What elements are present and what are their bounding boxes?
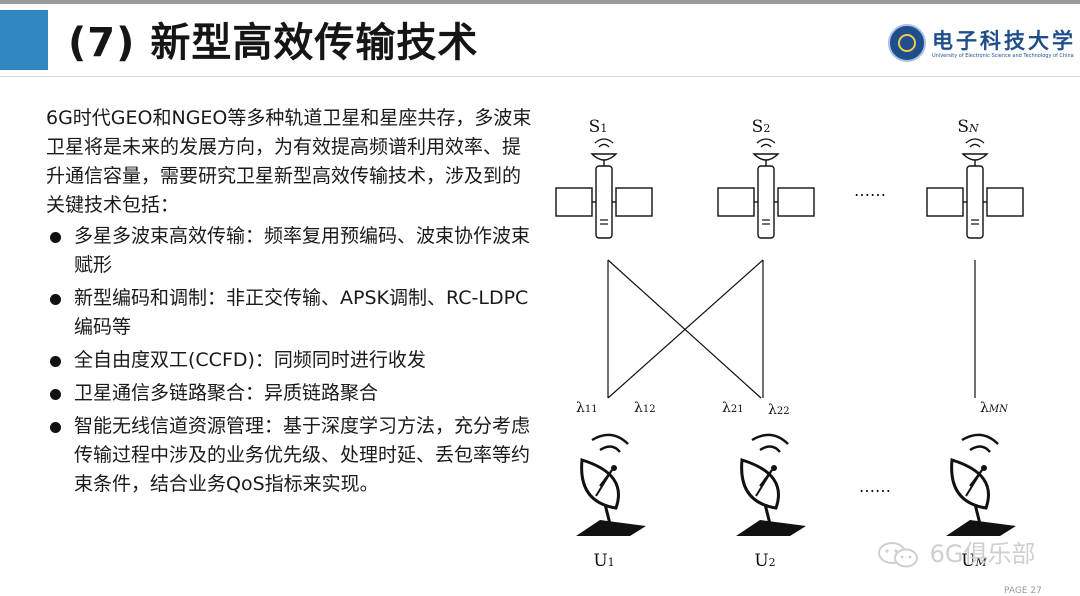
bullet-icon bbox=[50, 232, 61, 243]
satellite-icon bbox=[555, 138, 653, 239]
bullet-icon bbox=[50, 422, 61, 433]
slide-body: 6G时代GEO和NGEO等多种轨道卫星和星座共存，多波束卫星将是未来的发展方向，… bbox=[46, 104, 536, 503]
title-divider bbox=[0, 76, 1080, 77]
university-english-name: University of Electronic Science and Tec… bbox=[932, 53, 1074, 59]
link-label-mn: λMN bbox=[980, 400, 1009, 416]
list-item-text: 新型编码和调制：非正交传输、APSK调制、RC-LDPC编码等 bbox=[74, 287, 529, 338]
watermark: 6G俱乐部 bbox=[876, 534, 1036, 569]
watermark-text: 6G俱乐部 bbox=[929, 540, 1036, 568]
satellite-label-s2: S2 bbox=[752, 117, 771, 137]
slide-title: (7) 新型高效传输技术 bbox=[68, 20, 479, 66]
satellite-ellipsis: …… bbox=[854, 181, 886, 200]
dish-antenna-icon bbox=[944, 433, 1018, 538]
satellite-label-sn: SN bbox=[957, 117, 979, 137]
list-item-text: 全自由度双工(CCFD)：同频同时进行收发 bbox=[74, 349, 426, 371]
university-seal-icon bbox=[888, 24, 926, 62]
link-label-11: λ11 bbox=[576, 400, 598, 416]
top-border bbox=[0, 0, 1080, 4]
bullet-icon bbox=[50, 389, 61, 400]
terminal-ellipsis: …… bbox=[859, 477, 891, 496]
terminal-label-u2: U2 bbox=[754, 551, 775, 571]
dish-antenna-icon bbox=[574, 433, 648, 538]
university-name: 电子科技大学 bbox=[932, 28, 1076, 53]
list-item-text: 多星多波束高效传输：频率复用预编码、波束协作波束赋形 bbox=[74, 225, 531, 276]
satellite-link-diagram: S1 S2 SN …… λ11 λ12 λ21 λ22 λMN …… U1 U2… bbox=[555, 117, 1024, 571]
page-number: PAGE 27 bbox=[1004, 586, 1042, 596]
satellite-icon bbox=[717, 138, 815, 239]
link-label-21: λ21 bbox=[722, 400, 744, 416]
satellite-label-s1: S1 bbox=[589, 117, 608, 137]
list-item-text: 卫星通信多链路聚合：异质链路聚合 bbox=[74, 382, 379, 404]
satellite-icon bbox=[926, 138, 1024, 239]
terminal-label-um: UM bbox=[961, 551, 987, 571]
link-label-12: λ12 bbox=[634, 400, 656, 416]
list-item: 智能无线信道资源管理：基于深度学习方法，充分考虑传输过程中涉及的业务优先级、处理… bbox=[46, 412, 536, 499]
bullet-icon bbox=[50, 356, 61, 367]
list-item-text: 智能无线信道资源管理：基于深度学习方法，充分考虑传输过程中涉及的业务优先级、处理… bbox=[74, 415, 531, 495]
dish-antenna-icon bbox=[734, 433, 808, 538]
title-accent-bar bbox=[0, 10, 48, 70]
bullet-icon bbox=[50, 294, 61, 305]
link-line-12 bbox=[607, 259, 762, 399]
university-logo: 电子科技大学 University of Electronic Science … bbox=[888, 24, 1074, 66]
link-label-22: λ22 bbox=[768, 402, 790, 418]
intro-paragraph: 6G时代GEO和NGEO等多种轨道卫星和星座共存，多波束卫星将是未来的发展方向，… bbox=[46, 107, 532, 216]
list-item: 全自由度双工(CCFD)：同频同时进行收发 bbox=[46, 346, 536, 375]
key-tech-list: 多星多波束高效传输：频率复用预编码、波束协作波束赋形 新型编码和调制：非正交传输… bbox=[46, 222, 536, 499]
list-item: 新型编码和调制：非正交传输、APSK调制、RC-LDPC编码等 bbox=[46, 284, 536, 342]
terminal-label-u1: U1 bbox=[593, 551, 614, 571]
wechat-icon bbox=[878, 542, 918, 568]
link-line-21 bbox=[607, 259, 764, 399]
list-item: 卫星通信多链路聚合：异质链路聚合 bbox=[46, 379, 536, 408]
list-item: 多星多波束高效传输：频率复用预编码、波束协作波束赋形 bbox=[46, 222, 536, 280]
